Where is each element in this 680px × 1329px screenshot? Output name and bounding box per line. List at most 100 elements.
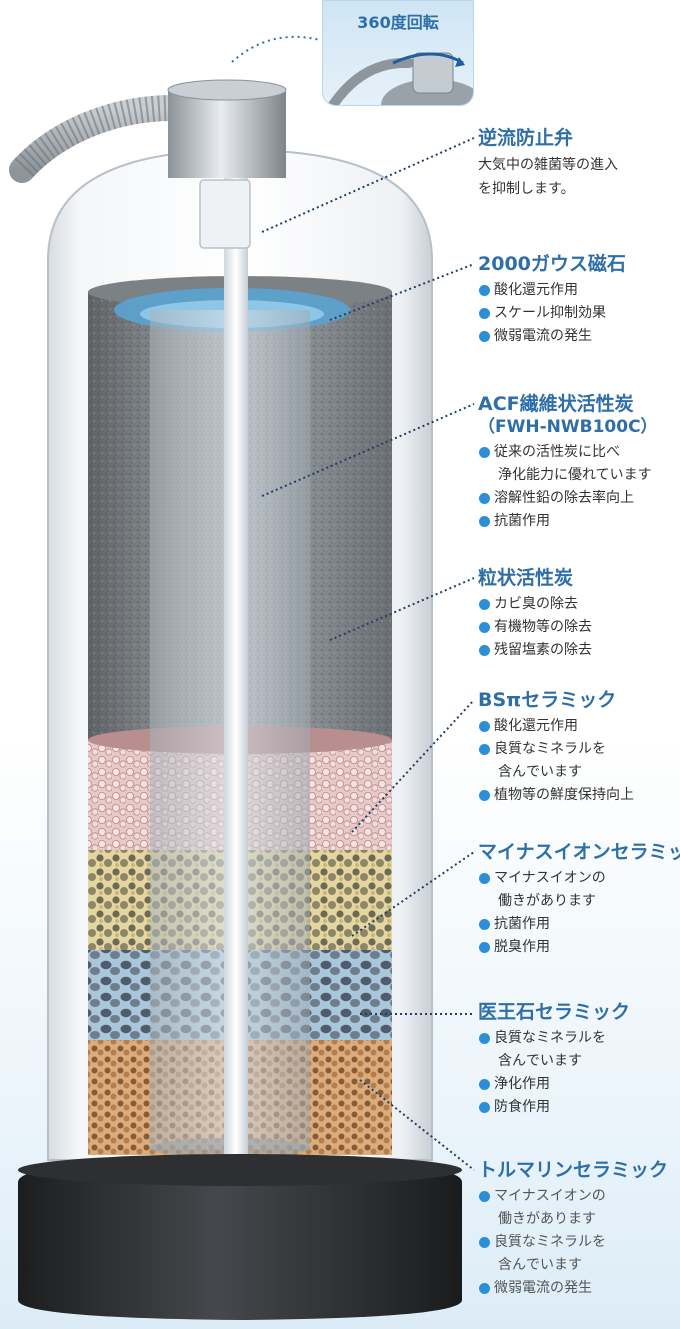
label-item-text: 微弱電流の発生 [494,328,592,344]
label-item: 溶解性鉛の除去率向上 [478,487,658,510]
label-title: マイナスイオンセラミック [478,841,680,863]
label-item-text: 残留塩素の除去 [494,642,592,658]
label-item-text: マイナスイオンの [494,870,606,886]
rotation-badge: 360度回転 [322,0,474,106]
label-title: 粒状活性炭 [478,567,574,589]
label-item-text: 抗菌作用 [494,513,550,529]
base-stand [18,1158,462,1320]
label-title: トルマリンセラミック [478,1159,669,1181]
label-item-text: 含んでいます [498,764,582,780]
leader-line-tourmaline [359,1079,475,1171]
label-item-text: 良質なミネラルを [494,1234,606,1250]
label-item-continuation: 働きがあります [478,890,680,913]
label-minus-ion-ceramic: マイナスイオンセラミック マイナスイオンの 働きがあります 抗菌作用 脱臭作用 [478,840,680,959]
label-tourmaline-ceramic: トルマリンセラミック マイナスイオンの 働きがあります 良質なミネラルを 含んで… [478,1158,668,1300]
label-item-continuation: 含んでいます [478,1050,630,1073]
blue-dot-icon [479,622,490,633]
label-item: 残留塩素の除去 [478,639,592,662]
label-item: カビ臭の除去 [478,593,592,616]
label-item-text: 抗菌作用 [494,916,550,932]
label-item: 良質なミネラルを [478,1231,668,1254]
blue-dot-icon [479,447,490,458]
label-item-text: 防食作用 [494,1099,550,1115]
label-item-text: 含んでいます [498,1257,582,1273]
leader-line-magnet [329,263,475,321]
blue-dot-icon [479,1033,490,1044]
blue-dot-icon [479,1079,490,1090]
label-item-text: 溶解性鉛の除去率向上 [494,490,634,506]
label-item: 防食作用 [478,1096,630,1119]
label-iouseki-ceramic: 医王石セラミック 良質なミネラルを 含んでいます 浄化作用 防食作用 [478,1000,630,1119]
blue-dot-icon [479,331,490,342]
label-item-text: カビ臭の除去 [494,596,578,612]
label-title: BSπセラミック [478,689,617,711]
label-item: 抗菌作用 [478,510,658,533]
label-item-text: スケール抑制効果 [494,305,606,321]
leader-line-acf [261,403,475,497]
label-item-text: 脱臭作用 [494,939,550,955]
label-desc-line: を抑制します。 [478,181,575,197]
label-title: 医王石セラミック [478,1001,631,1023]
label-title: 逆流防止弁 [478,127,574,149]
blue-dot-icon [479,790,490,801]
label-item-text: 良質なミネラルを [494,741,606,757]
label-granular-carbon: 粒状活性炭 カビ臭の除去 有機物等の除去 残留塩素の除去 [478,566,592,662]
blue-dot-icon [479,1283,490,1294]
label-title: ACF繊維状活性炭 [478,393,634,415]
hose-icon [9,95,185,183]
label-item-text: 浄化作用 [494,1076,550,1092]
blue-dot-icon [479,919,490,930]
label-item-text: 働きがあります [498,893,596,909]
blue-dot-icon [479,645,490,656]
base-top [18,1154,462,1186]
label-item-continuation: 含んでいます [478,1254,668,1277]
label-item-text: 微弱電流の発生 [494,1280,592,1296]
blue-dot-icon [479,308,490,319]
label-item: 酸化還元作用 [478,279,626,302]
blue-dot-icon [479,516,490,527]
label-check-valve: 逆流防止弁 大気中の雑菌等の進入 を抑制します。 [478,126,618,201]
label-subtitle: （FWH-NWB100C） [478,417,658,437]
blue-dot-icon [479,873,490,884]
blue-dot-icon [479,942,490,953]
head-fitting-top [167,79,287,101]
blue-dot-icon [479,1102,490,1113]
label-item-text: 酸化還元作用 [494,282,578,298]
label-item-text: 働きがあります [498,1211,596,1227]
label-item: 抗菌作用 [478,913,680,936]
label-item: 脱臭作用 [478,936,680,959]
label-magnet: 2000ガウス磁石 酸化還元作用 スケール抑制効果 微弱電流の発生 [478,252,626,348]
blue-dot-icon [479,1237,490,1248]
leader-lines [261,137,475,1171]
head-fitting [168,90,286,178]
check-valve [199,179,251,249]
label-acf: ACF繊維状活性炭 （FWH-NWB100C） 従来の活性炭に比べ 浄化能力に優… [478,392,658,533]
blue-dot-icon [479,1191,490,1202]
label-item: 酸化還元作用 [478,715,634,738]
leader-line-valve [261,137,475,233]
leader-line-granular [329,577,475,641]
label-item-text: 含んでいます [498,1053,582,1069]
badge-text: 360度回転 [357,13,439,32]
blue-dot-icon [479,599,490,610]
label-item-text: 浄化能力に優れています [498,467,652,483]
blue-dot-icon [479,493,490,504]
label-item: 良質なミネラルを [478,738,634,761]
blue-dot-icon [479,721,490,732]
label-item-continuation: 浄化能力に優れています [478,464,658,487]
label-item: 微弱電流の発生 [478,325,626,348]
badge-connector [231,35,321,63]
label-item-text: 植物等の鮮度保持向上 [494,787,634,803]
label-item: 良質なミネラルを [478,1027,630,1050]
label-item: 従来の活性炭に比べ [478,441,658,464]
label-item-text: マイナスイオンの [494,1188,606,1204]
blue-dot-icon [479,744,490,755]
label-bs-ceramic: BSπセラミック 酸化還元作用 良質なミネラルを 含んでいます 植物等の鮮度保持… [478,688,634,807]
label-item: スケール抑制効果 [478,302,626,325]
label-item: 微弱電流の発生 [478,1277,668,1300]
label-item-continuation: 働きがあります [478,1208,668,1231]
center-pipe [224,178,248,1158]
label-item: 植物等の鮮度保持向上 [478,784,634,807]
label-item: マイナスイオンの [478,1185,668,1208]
